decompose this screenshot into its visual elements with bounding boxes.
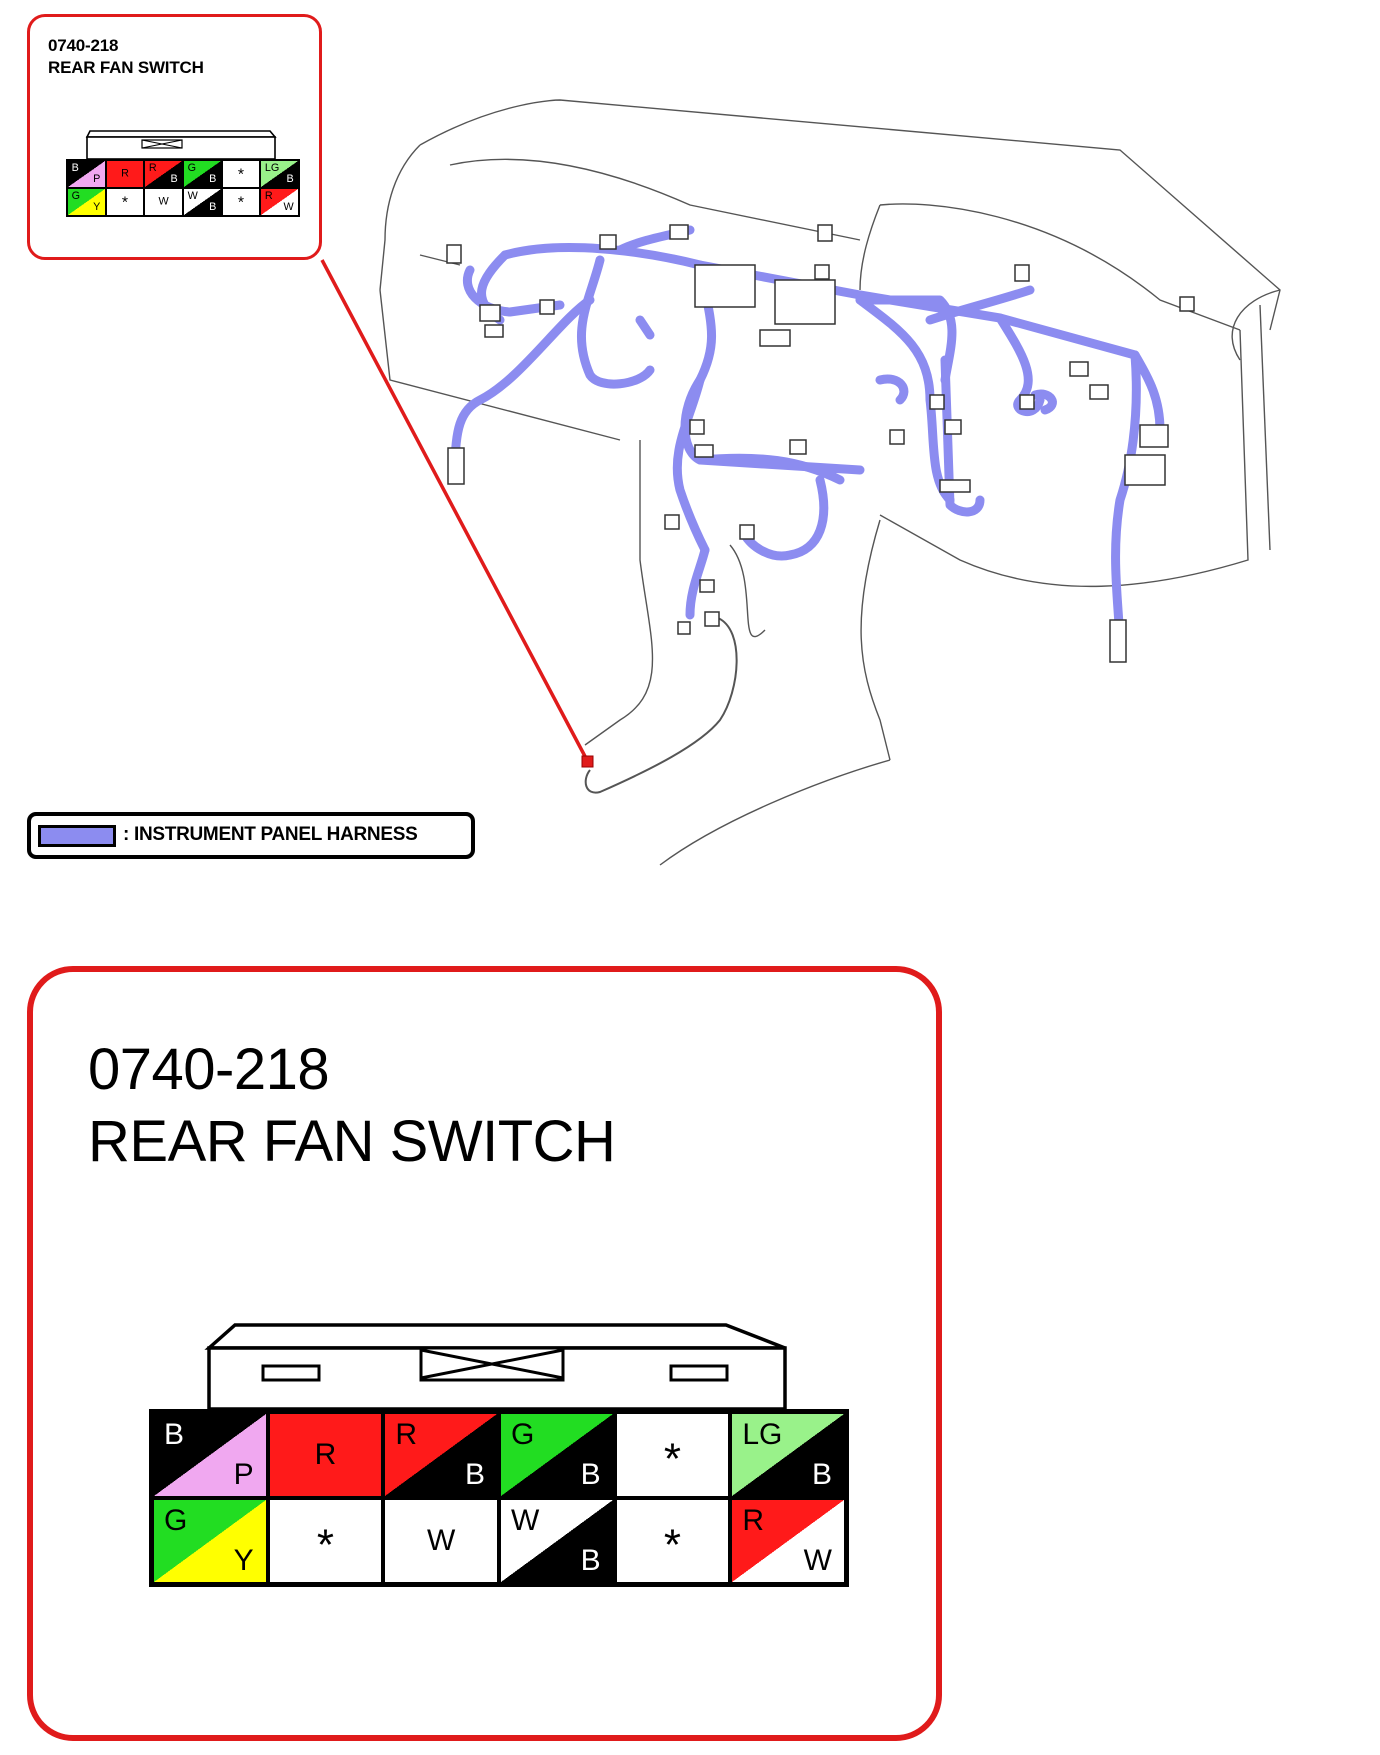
wire-color-secondary: B <box>464 1458 485 1491</box>
connector-cavity: R <box>106 161 144 187</box>
connector-cavity: * <box>616 1500 729 1582</box>
connector-housing-large <box>204 1323 787 1411</box>
connector-name-large: REAR FAN SWITCH <box>88 1109 616 1174</box>
connector-label-small: 0740-218 REAR FAN SWITCH <box>48 35 204 79</box>
empty-cavity-mark: * <box>237 166 245 184</box>
wire-color-primary: R <box>314 1438 337 1471</box>
wire-color-secondary: Y <box>233 1544 254 1577</box>
wire-color-primary: B <box>164 1418 185 1451</box>
empty-cavity-mark: * <box>237 194 245 212</box>
wire-color-primary: B <box>71 162 79 175</box>
lead-wire <box>584 617 738 794</box>
connector-cavity: * <box>616 1414 729 1496</box>
connector-cavity: * <box>222 161 260 187</box>
connector-cavity: * <box>269 1500 382 1582</box>
legend-swatch <box>38 825 116 847</box>
empty-cavity-mark: * <box>663 1434 682 1484</box>
wire-color-primary: R <box>148 162 157 175</box>
empty-cavity-mark: * <box>663 1520 682 1570</box>
wire-color-primary: W <box>158 195 169 208</box>
connector-cavity: LG B <box>261 161 298 187</box>
wire-color-primary: W <box>510 1504 540 1537</box>
connector-cavity: R <box>269 1414 382 1496</box>
connector-cavity: W <box>385 1500 497 1582</box>
wire-color-primary: LG <box>264 162 280 175</box>
wire-color-primary: R <box>264 190 273 203</box>
wire-color-primary: G <box>164 1504 188 1537</box>
wire-color-primary: G <box>510 1418 535 1451</box>
wire-color-secondary: B <box>811 1458 832 1491</box>
callout-line <box>320 259 590 763</box>
wire-color-secondary: B <box>286 173 294 186</box>
legend-text: : INSTRUMENT PANEL HARNESS <box>123 824 418 845</box>
wire-color-secondary: Y <box>93 201 101 214</box>
wire-color-primary: W <box>426 1524 456 1557</box>
wire-color-secondary: W <box>803 1544 832 1577</box>
wire-color-secondary: B <box>170 173 178 186</box>
rear-fan-switch-location-marker <box>581 755 594 768</box>
wire-color-secondary: W <box>283 201 294 214</box>
connector-cavity: LG B <box>732 1414 844 1496</box>
harness-connectors <box>446 224 1195 663</box>
connector-code-large: 0740-218 <box>88 1037 330 1102</box>
connector-cavity: W <box>145 189 182 215</box>
wire-color-secondary: P <box>233 1458 254 1491</box>
wire-color-secondary: B <box>580 1544 601 1577</box>
legend: : INSTRUMENT PANEL HARNESS <box>27 812 475 859</box>
wire-color-primary: LG <box>742 1418 783 1451</box>
empty-cavity-mark: * <box>316 1520 335 1570</box>
wire-color-secondary: B <box>209 201 217 214</box>
wire-color-primary: G <box>71 190 80 203</box>
wire-color-primary: R <box>395 1418 417 1451</box>
wire-color-primary: R <box>121 167 129 180</box>
connector-label-large: 0740-218 REAR FAN SWITCH <box>88 1034 616 1178</box>
wire-color-secondary: B <box>580 1458 601 1491</box>
connector-housing-small <box>85 130 277 160</box>
dashboard-outline <box>379 99 1281 866</box>
connector-name-small: REAR FAN SWITCH <box>48 58 204 77</box>
wire-color-primary: R <box>742 1504 764 1537</box>
wire-color-secondary: P <box>93 173 101 186</box>
wire-color-primary: W <box>187 190 198 203</box>
connector-cavity: * <box>222 189 260 215</box>
connector-cavity: * <box>106 189 144 215</box>
connector-code-small: 0740-218 <box>48 36 119 55</box>
wire-color-primary: G <box>187 162 196 175</box>
wire-color-secondary: B <box>209 173 217 186</box>
empty-cavity-mark: * <box>121 194 129 212</box>
